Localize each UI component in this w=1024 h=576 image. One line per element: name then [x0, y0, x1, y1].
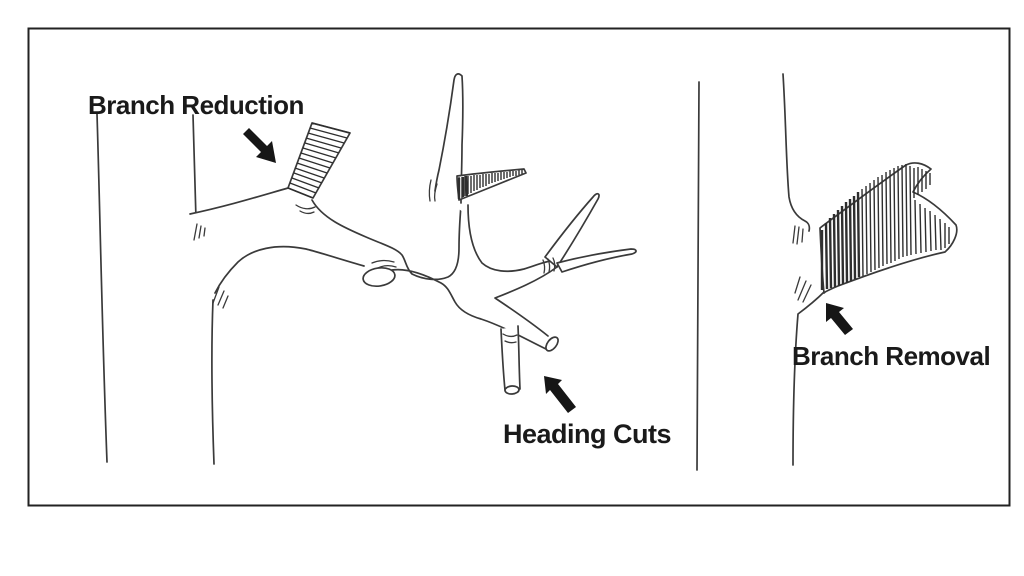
reduction-hatching: [287, 122, 351, 199]
branch-reduction-label: Branch Reduction: [88, 90, 304, 120]
left-trunk-drawing: [96, 113, 215, 465]
removal-hatching: [861, 163, 950, 277]
heading-cuts-arrow-icon: [544, 376, 576, 413]
branch-removal-label: Branch Removal: [792, 341, 991, 371]
cut-face-oval: [504, 385, 520, 395]
branch-removal-arrow-icon: [826, 303, 853, 335]
removal-hatching-dense: [820, 191, 861, 290]
right-trunk-drawing: [782, 73, 825, 466]
middle-trunk-line: [696, 81, 700, 471]
annotation-arrows: [243, 128, 853, 413]
heading-cuts-label: Heading Cuts: [503, 419, 672, 449]
spike-branch-drawing: [428, 73, 527, 212]
removed-branch-drawing: [819, 162, 958, 294]
cut-face-oval: [545, 336, 559, 352]
fork-twigs-drawing: [542, 193, 637, 274]
heading-cut-stubs: [500, 325, 559, 395]
branch-reduction-arrow-icon: [243, 128, 276, 163]
reduction-cut-drawing: [287, 122, 351, 215]
main-branch-drawing: [189, 187, 558, 351]
